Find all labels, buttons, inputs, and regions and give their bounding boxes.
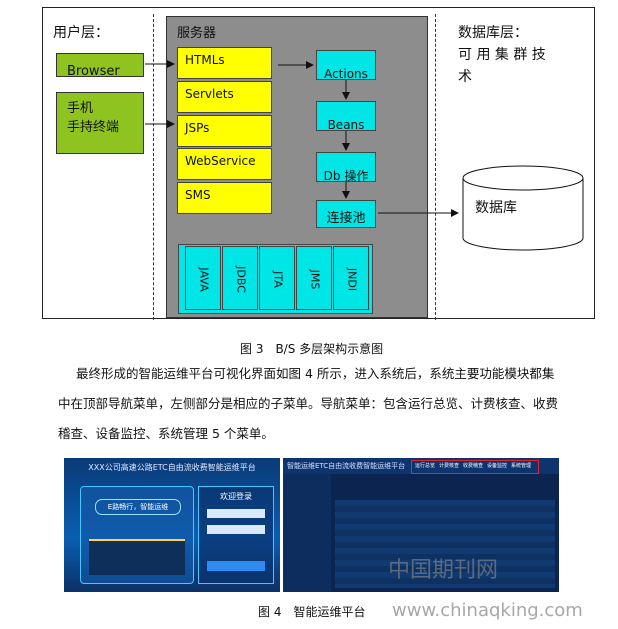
tech-item-jta: JTA: [259, 246, 295, 310]
dashboard-table: [335, 500, 555, 588]
server-item-htmls: HTMLs: [177, 47, 272, 79]
login-illustration: E路畅行，智能运维: [80, 486, 194, 584]
mobile-label-1: 手机: [67, 101, 94, 116]
login-button[interactable]: [207, 561, 265, 571]
login-welcome: 欢迎登录: [220, 492, 252, 501]
login-slogan: E路畅行，智能运维: [95, 499, 181, 515]
nav-tab-audit[interactable]: 收费稽查: [463, 463, 484, 469]
tech-item-jdbc: JDBC: [222, 246, 258, 310]
user-layer-label: 用户层：: [53, 25, 109, 41]
nav-tab-device[interactable]: 设备监控: [487, 463, 508, 469]
paragraph-line-2: 中在顶部导航菜单，左侧部分是相应的子菜单。导航菜单：包含运行总览、计费核查、收费: [58, 396, 559, 411]
server-item-sms: SMS: [177, 182, 272, 214]
flow-item-actions: Actions: [316, 50, 376, 80]
mobile-label-2: 手持终端: [67, 120, 120, 135]
password-input[interactable]: [207, 525, 265, 534]
layer-divider-left: [153, 14, 154, 320]
login-form: 欢迎登录: [198, 486, 274, 584]
figure3-caption: 图 3 B/S 多层架构示意图: [240, 342, 384, 356]
layer-divider-right: [435, 14, 436, 320]
flow-item-db: Db 操作: [316, 152, 376, 182]
login-title: XXX公司高速公路ETC自由流收费智能运维平台: [88, 463, 256, 472]
nav-tab-system[interactable]: 系统管理: [511, 463, 532, 469]
architecture-diagram-frame: [42, 7, 595, 319]
browser-box: Browser: [56, 53, 144, 77]
db-layer-label-2: 可 用 集 群 技: [458, 47, 546, 63]
toll-gate-icon: [89, 539, 185, 575]
nav-tab-billing[interactable]: 计费核查: [439, 463, 460, 469]
tech-item-jms: JMS: [296, 246, 332, 310]
figure4-caption: 图 4 智能运维平台: [258, 605, 366, 619]
browser-label: Browser: [67, 64, 120, 77]
db-layer-label-3: 术: [458, 69, 472, 85]
database-label: 数据库: [475, 200, 517, 216]
db-layer-label-1: 数据库层：: [458, 25, 528, 41]
top-nav-highlight: [411, 460, 539, 474]
flow-item-beans: Beans: [316, 101, 376, 131]
dashboard-header: [283, 458, 559, 474]
dashboard-screenshot: 智能运维ETC自由流收费智能运维平台 运行总览 计费核查 收费稽查 设备监控 系…: [283, 458, 559, 592]
paragraph-line-1: 最终形成的智能运维平台可视化界面如图 4 所示，进入系统后，系统主要功能模块都集: [76, 366, 555, 381]
watermark-cn: 中国期刊网: [388, 558, 499, 583]
username-input[interactable]: [207, 509, 265, 518]
dashboard-title: 智能运维ETC自由流收费智能运维平台: [287, 462, 406, 470]
server-item-servlets: Servlets: [177, 81, 272, 113]
tech-item-jndi: JNDI: [333, 246, 369, 310]
login-screenshot: XXX公司高速公路ETC自由流收费智能运维平台 E路畅行，智能运维 欢迎登录: [64, 458, 280, 592]
database-cylinder: [462, 165, 584, 251]
server-item-webservice: WebService: [177, 148, 272, 180]
flow-item-pool: 连接池: [316, 200, 376, 228]
server-title: 服务器: [177, 26, 217, 41]
mobile-box: 手机 手持终端: [56, 92, 144, 154]
tech-item-java: JAVA: [185, 246, 221, 310]
watermark-url: www.chinaqking.com: [392, 600, 583, 621]
paragraph-line-3: 稽查、设备监控、系统管理 5 个菜单。: [58, 426, 274, 441]
dashboard-sidebar: [283, 474, 331, 592]
nav-tab-overview[interactable]: 运行总览: [415, 463, 436, 469]
server-item-jsps: JSPs: [177, 115, 272, 147]
